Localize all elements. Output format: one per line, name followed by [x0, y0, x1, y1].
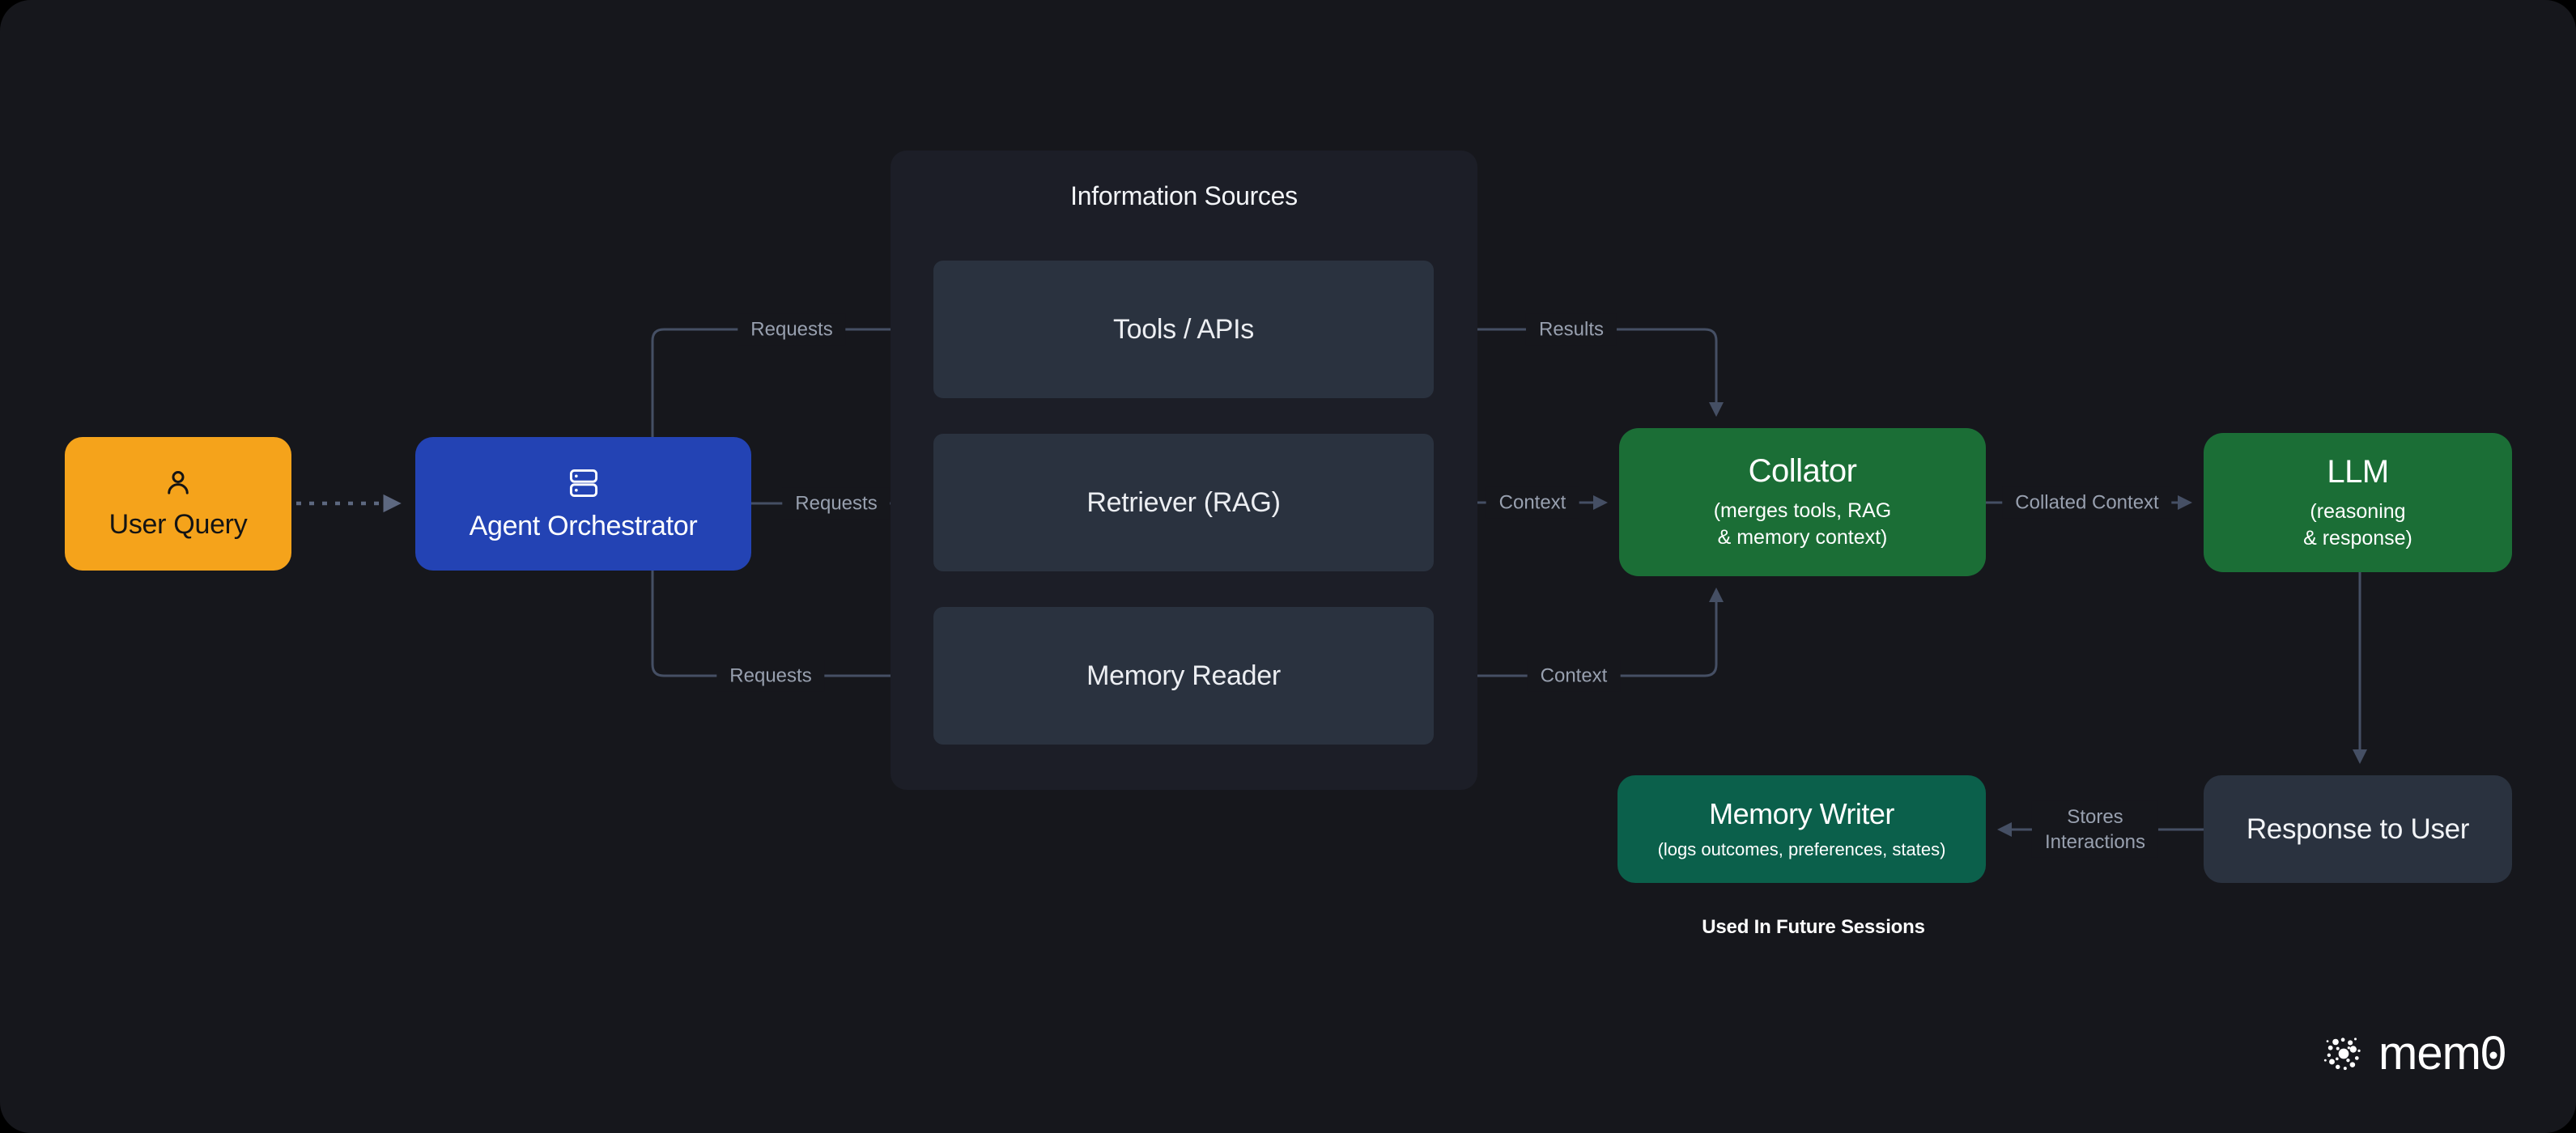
edge-orchestrator-to-memory-reader: [651, 503, 922, 683]
footnote-used-in-future-sessions: Used In Future Sessions: [1702, 916, 1925, 938]
node-agent-orchestrator[interactable]: Agent Orchestrator: [415, 437, 751, 571]
edge-label-collated-context: Collated Context: [2002, 486, 2172, 519]
node-retriever-rag[interactable]: Retriever (RAG): [933, 434, 1434, 571]
node-sublabel: (logs outcomes, preferences, states): [1657, 838, 1946, 859]
edge-label-requests-top: Requests: [738, 313, 846, 346]
node-label: User Query: [108, 509, 248, 540]
edge-label-results: Results: [1525, 313, 1617, 346]
edge-label-requests-middle: Requests: [782, 487, 891, 520]
edge-label-context-bottom: Context: [1527, 660, 1621, 692]
node-llm[interactable]: LLM (reasoning & response): [2204, 433, 2512, 572]
node-memory-reader[interactable]: Memory Reader: [933, 607, 1434, 745]
server-icon: [569, 469, 597, 498]
node-label: Agent Orchestrator: [469, 511, 698, 541]
group-title: Information Sources: [1070, 181, 1298, 210]
node-label: LLM: [2327, 453, 2389, 490]
user-icon: [168, 471, 189, 494]
node-label: Collator: [1748, 453, 1857, 489]
node-label: Response to User: [2246, 813, 2470, 845]
edge-tools-to-collator: [1434, 328, 1724, 417]
node-label: Retriever (RAG): [1086, 486, 1281, 518]
node-user-query[interactable]: User Query: [65, 437, 291, 571]
edge-label-requests-bottom: Requests: [716, 660, 825, 692]
node-label: Memory Writer: [1709, 796, 1894, 830]
mem0-dots-icon: [2323, 1037, 2361, 1070]
node-label: Memory Reader: [1086, 660, 1281, 691]
edge-label-context-middle: Context: [1486, 486, 1579, 519]
node-sublabel: (merges tools, RAG & memory context): [1713, 499, 1892, 549]
node-response-to-user[interactable]: Response to User: [2204, 775, 2512, 883]
node-sublabel: (reasoning & response): [2303, 499, 2412, 550]
edge-memory-reader-to-collator: [1434, 588, 1724, 677]
node-collator[interactable]: Collator (merges tools, RAG & memory con…: [1619, 428, 1986, 576]
edge-orchestrator-to-tools: [651, 322, 922, 503]
edge-label-stores-interactions: Stores Interactions: [2031, 800, 2159, 859]
node-label: Tools / APIs: [1112, 313, 1255, 345]
group-information-sources: Information Sources Tools / APIs Retriev…: [891, 151, 1477, 790]
node-memory-writer[interactable]: Memory Writer (logs outcomes, preference…: [1617, 775, 1986, 883]
node-tools-apis[interactable]: Tools / APIs: [933, 261, 1434, 398]
